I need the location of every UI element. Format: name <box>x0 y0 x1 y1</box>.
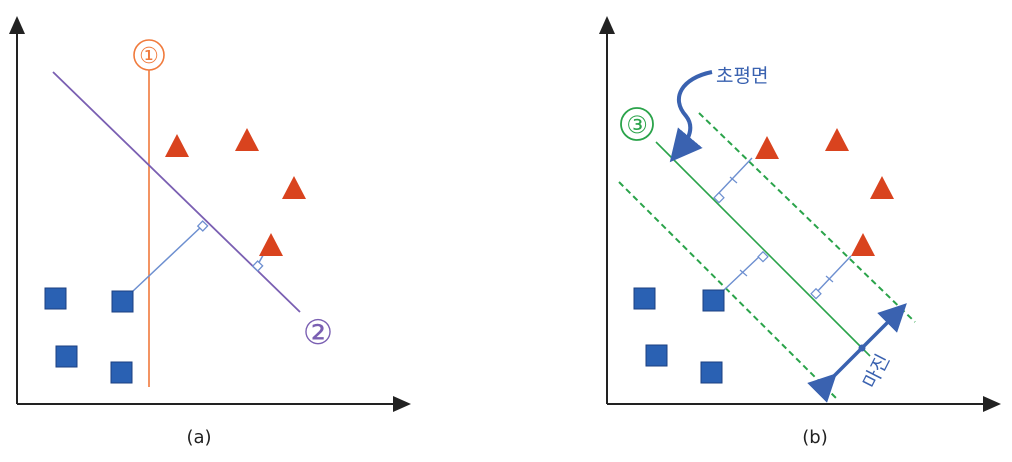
triangle-point <box>851 233 875 256</box>
panel-b-caption: (b) <box>802 427 827 448</box>
panel-b: ③ 초평면 마진 (b) <box>599 16 1001 448</box>
triangle-point <box>165 134 189 157</box>
margin-boundary-lower <box>618 181 837 399</box>
hyperplane-label: 초평면 <box>716 65 768 87</box>
triangle-point <box>825 128 849 151</box>
line-1-label-circle <box>133 39 165 71</box>
right-angle-marker <box>713 191 725 204</box>
right-angle-marker <box>196 220 209 232</box>
square-point <box>633 287 656 310</box>
line-3-label: ③ <box>626 111 648 139</box>
square-point <box>44 287 67 310</box>
triangle-point <box>282 176 306 199</box>
right-angle-marker <box>757 250 769 263</box>
square-point <box>110 361 133 384</box>
hyperplane-line-3 <box>655 141 871 357</box>
support-line-square <box>131 225 203 293</box>
square-point <box>55 345 78 368</box>
support-line <box>715 157 753 197</box>
line-2-label: ② <box>303 313 333 353</box>
margin-boundary-upper <box>698 112 916 323</box>
right-angle-marker <box>251 260 264 272</box>
tick-mark <box>729 176 738 184</box>
margin-label: 마진 <box>859 351 894 392</box>
square-point <box>111 290 134 313</box>
triangle-point <box>235 128 259 151</box>
line-2 <box>52 71 301 313</box>
triangle-point <box>870 176 894 199</box>
triangle-point <box>755 136 779 159</box>
panel-a: ① ② (a) <box>9 16 411 448</box>
line-3-label-circle <box>620 107 654 141</box>
tick-mark <box>739 269 748 277</box>
triangle-point <box>259 233 283 256</box>
support-line <box>813 255 852 296</box>
line-1-label: ① <box>139 44 159 69</box>
square-point <box>702 289 725 312</box>
right-angle-marker <box>810 287 822 300</box>
panel-a-caption: (a) <box>186 427 211 448</box>
hyperplane-pointer-arrow <box>669 70 713 163</box>
margin-arrow-center <box>858 344 866 352</box>
square-point <box>645 344 668 367</box>
square-point <box>700 361 723 384</box>
tick-mark <box>825 275 834 283</box>
